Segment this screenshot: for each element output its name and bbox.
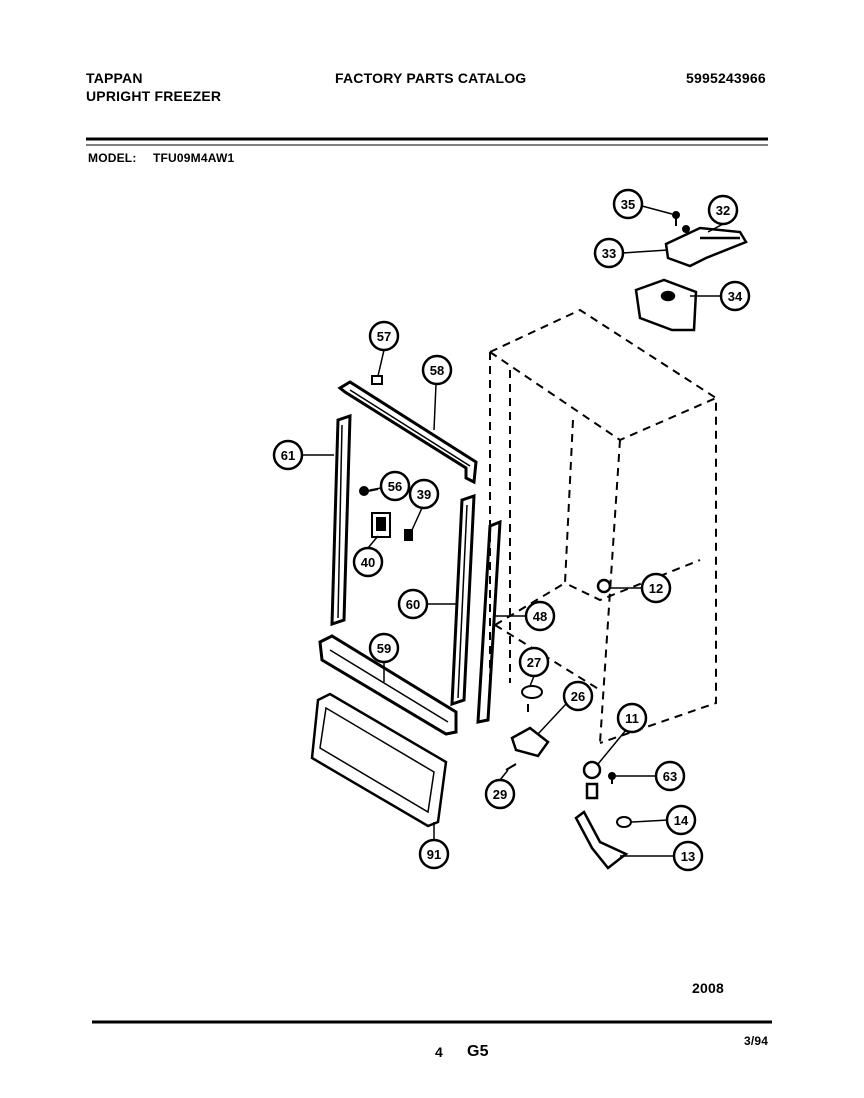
callout-label: 60 bbox=[406, 597, 420, 612]
callout-33: 33 bbox=[593, 237, 625, 269]
callout-35: 35 bbox=[612, 188, 644, 220]
clamp-14 bbox=[616, 816, 632, 828]
callout-label: 34 bbox=[728, 289, 743, 304]
callout-26: 26 bbox=[562, 680, 594, 712]
door-right-gasket-60 bbox=[450, 493, 476, 707]
part-39 bbox=[404, 529, 413, 541]
callout-label: 56 bbox=[388, 479, 402, 494]
callout-40: 40 bbox=[352, 546, 384, 578]
part-63 bbox=[608, 772, 616, 784]
callout-27: 27 bbox=[518, 646, 550, 678]
header-rule bbox=[86, 137, 768, 146]
callout-label: 61 bbox=[281, 448, 295, 463]
door-liner-91 bbox=[310, 692, 448, 828]
drain-hose-13 bbox=[574, 810, 629, 870]
door-top-gasket-58 bbox=[337, 380, 478, 485]
callout-11: 11 bbox=[616, 702, 648, 734]
model-number: TFU09M4AW1 bbox=[153, 151, 235, 165]
callout-label: 11 bbox=[625, 711, 639, 726]
callout-60: 60 bbox=[397, 588, 429, 620]
cabinet-outline bbox=[489, 308, 717, 744]
drain-fitting-11 bbox=[582, 760, 602, 800]
breaker-strip-48 bbox=[476, 519, 502, 724]
part-27 bbox=[521, 685, 543, 712]
callout-14: 14 bbox=[665, 804, 697, 836]
model-label: MODEL: bbox=[88, 151, 137, 165]
hinge-bracket-34 bbox=[634, 278, 698, 332]
callout-bubbles: 35 32 33 34 57 58 61 56 39 40 60 48 12 59 27 26 11 63 14 13… bbox=[272, 188, 751, 872]
product-name: UPRIGHT FREEZER bbox=[86, 88, 222, 104]
callout-label: 33 bbox=[602, 246, 616, 261]
callout-13: 13 bbox=[672, 840, 704, 872]
callout-label: 29 bbox=[493, 787, 507, 802]
part-12 bbox=[596, 578, 612, 594]
callout-58: 58 bbox=[421, 354, 453, 386]
screw-29 bbox=[505, 763, 517, 771]
drawing-number: 2008 bbox=[692, 980, 724, 996]
callout-label: 13 bbox=[681, 849, 695, 864]
part-56 bbox=[359, 486, 379, 496]
callout-34: 34 bbox=[719, 280, 751, 312]
callout-63: 63 bbox=[654, 760, 686, 792]
callout-label: 35 bbox=[621, 197, 635, 212]
callout-32: 32 bbox=[707, 194, 739, 226]
part-57 bbox=[371, 375, 383, 385]
brand-name: TAPPAN bbox=[86, 70, 143, 86]
section-code: G5 bbox=[467, 1043, 489, 1060]
callout-label: 32 bbox=[716, 203, 730, 218]
callout-12: 12 bbox=[640, 572, 672, 604]
callout-48: 48 bbox=[524, 600, 556, 632]
callout-label: 48 bbox=[533, 609, 547, 624]
callout-label: 14 bbox=[674, 813, 689, 828]
callout-label: 27 bbox=[527, 655, 541, 670]
callout-91: 91 bbox=[418, 838, 450, 870]
callout-56: 56 bbox=[379, 470, 411, 502]
door-bottom-gasket-59 bbox=[318, 634, 458, 736]
callout-label: 39 bbox=[417, 487, 431, 502]
catalog-number: 5995243966 bbox=[686, 70, 766, 86]
callout-label: 57 bbox=[377, 329, 391, 344]
callout-label: 59 bbox=[377, 641, 391, 656]
callout-61: 61 bbox=[272, 439, 304, 471]
drain-pan-26 bbox=[510, 726, 550, 758]
date-code: 3/94 bbox=[744, 1034, 769, 1048]
callout-39: 39 bbox=[408, 478, 440, 510]
leader-lines bbox=[302, 205, 724, 857]
callout-59: 59 bbox=[368, 632, 400, 664]
callout-label: 12 bbox=[649, 581, 663, 596]
screw-35 bbox=[672, 211, 690, 233]
callout-29: 29 bbox=[484, 778, 516, 810]
switch-40 bbox=[371, 512, 391, 538]
hinge-32-33 bbox=[664, 226, 748, 268]
page-number: 4 bbox=[435, 1044, 443, 1060]
callout-label: 26 bbox=[571, 689, 585, 704]
callout-label: 40 bbox=[361, 555, 375, 570]
callout-label: 91 bbox=[427, 847, 441, 862]
callout-label: 63 bbox=[663, 769, 677, 784]
catalog-title: FACTORY PARTS CATALOG bbox=[335, 70, 527, 86]
callout-57: 57 bbox=[368, 320, 400, 352]
callout-label: 58 bbox=[430, 363, 444, 378]
door-left-gasket-61 bbox=[330, 413, 352, 627]
